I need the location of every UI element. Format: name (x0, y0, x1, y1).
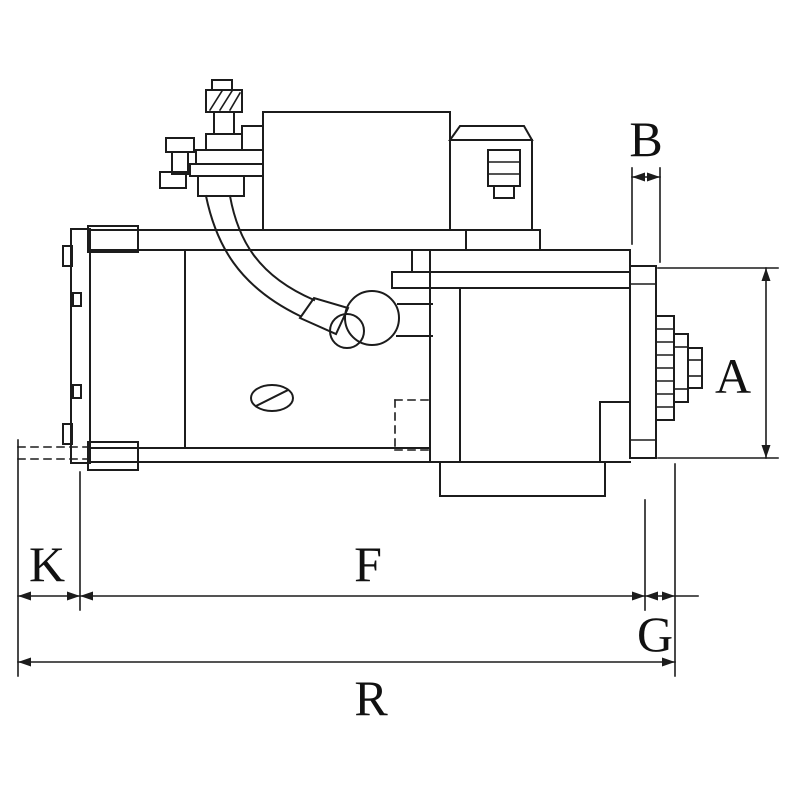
dim-g-arrow-left (645, 591, 658, 601)
end-cap-bump-2 (72, 384, 82, 399)
drain-screw (250, 384, 294, 412)
dimensions: B A K F G R (17, 111, 779, 726)
dim-label-r: R (354, 670, 388, 726)
shaft-tip (687, 347, 703, 389)
dim-k-arrow-left (18, 591, 31, 601)
solenoid-end-housing (449, 139, 533, 231)
cap-hatch-1 (208, 89, 224, 112)
solenoid-terminal (487, 149, 521, 187)
end-cap-bump-1 (72, 292, 82, 307)
dim-k-arrow-right (67, 591, 80, 601)
mounting-foot-top (87, 225, 139, 253)
cable-outer-curve (204, 194, 302, 318)
terminal-cluster (159, 79, 264, 197)
terminal-stud (213, 111, 235, 135)
dim-b-arrow-right (647, 172, 660, 182)
solenoid-end-step (448, 125, 534, 141)
terminal-plate (189, 163, 264, 177)
motor-body (62, 225, 631, 471)
dim-a-arrow-bottom (761, 445, 771, 458)
end-cap (70, 228, 91, 464)
cap-hatch-3 (228, 91, 242, 112)
dim-label-b: B (629, 111, 662, 167)
solenoid (262, 111, 534, 231)
solenoid-front-block (241, 125, 264, 151)
shaft-step (673, 333, 689, 403)
dim-g-arrow-right (662, 591, 675, 601)
mounting-foot-bottom (87, 441, 139, 471)
solenoid-terminal-nut (493, 185, 515, 199)
pivot-circle-small (329, 313, 365, 349)
terminal-knob (211, 79, 233, 91)
side-terminal-base (159, 171, 187, 189)
cap-hatch-2 (218, 89, 234, 112)
dim-f-arrow-left (80, 591, 93, 601)
dim-r-arrow-right (662, 657, 675, 667)
mounting-flange (629, 265, 657, 459)
dim-b-arrow-left (632, 172, 645, 182)
dim-label-f: F (354, 536, 382, 592)
lever-pivot (329, 290, 433, 349)
dim-r-arrow-left (18, 657, 31, 667)
cable-lug (298, 296, 350, 336)
side-terminal-stud (171, 151, 189, 175)
end-cap-tab-top (62, 245, 73, 267)
hidden-lines (17, 446, 89, 460)
dim-label-k: K (29, 536, 65, 592)
side-terminal-top (165, 137, 195, 153)
cable (204, 194, 350, 336)
cable-inner-curve (228, 194, 316, 302)
dim-a-arrow-top (761, 268, 771, 281)
pinion-shaft (655, 315, 703, 421)
end-cap-tab-bottom (62, 423, 73, 445)
dim-label-g: G (637, 606, 673, 662)
terminal-bracket (195, 149, 264, 165)
pivot-circle-large (344, 290, 400, 346)
solenoid-body (262, 111, 451, 231)
dim-label-a: A (715, 348, 751, 404)
screw-head (250, 384, 294, 412)
drive-housing (391, 249, 657, 497)
cable-anchor-block (197, 175, 245, 197)
housing-bottom-extension (439, 461, 606, 497)
terminal-nut (205, 133, 243, 151)
screw-slot (254, 388, 290, 408)
dim-f-arrow-right (632, 591, 645, 601)
